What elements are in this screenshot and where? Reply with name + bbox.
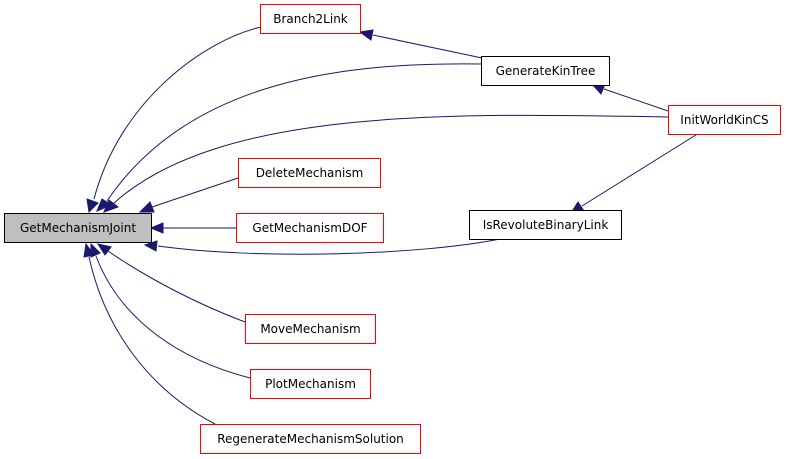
svg-text:GenerateKinTree: GenerateKinTree (496, 64, 596, 78)
svg-text:RegenerateMechanismSolution: RegenerateMechanismSolution (217, 432, 404, 446)
edge-initworldkincs-to-generatekintree (590, 83, 669, 112)
svg-text:PlotMechanism: PlotMechanism (265, 377, 356, 391)
node-init-world-kin-cs[interactable]: InitWorldKinCS (668, 105, 781, 135)
node-regenerate-mechanism-solution[interactable]: RegenerateMechanismSolution (200, 424, 421, 454)
edge-getmechanismdof-to-getmechanismjoint (149, 222, 236, 234)
edge-plotmechanism-to-getmechanismjoint (90, 242, 251, 379)
svg-text:GetMechanismDOF: GetMechanismDOF (252, 221, 367, 235)
edge-generatekintree-to-branch2link (358, 29, 483, 59)
svg-text:InitWorldKinCS: InitWorldKinCS (680, 113, 768, 127)
edge-initworldkincs-to-isrevolutebinarylink (569, 132, 700, 214)
svg-text:MoveMechanism: MoveMechanism (260, 322, 360, 336)
svg-text:IsRevoluteBinaryLink: IsRevoluteBinaryLink (483, 218, 609, 232)
node-get-mechanism-dof[interactable]: GetMechanismDOF (236, 213, 384, 243)
edge-movemechanism-to-getmechanismjoint (96, 243, 246, 323)
edge-branch2link-to-getmechanismjoint (86, 26, 262, 214)
svg-text:GetMechanismJoint: GetMechanismJoint (20, 221, 136, 235)
svg-text:Branch2Link: Branch2Link (273, 12, 348, 26)
edge-initworldkincs-to-getmechanismjoint (103, 114, 669, 213)
node-delete-mechanism[interactable]: DeleteMechanism (238, 158, 381, 188)
edge-deletemechanism-to-getmechanismjoint (138, 177, 239, 213)
edge-regeneratemechanismsolution-to-getmechanismjoint (83, 242, 216, 425)
node-branch2link[interactable]: Branch2Link (260, 4, 361, 34)
svg-text:DeleteMechanism: DeleteMechanism (256, 166, 364, 180)
node-plot-mechanism[interactable]: PlotMechanism (250, 369, 371, 399)
node-is-revolute-binary-link[interactable]: IsRevoluteBinaryLink (469, 210, 622, 240)
edge-generatekintree-to-getmechanismjoint (96, 63, 483, 212)
node-move-mechanism[interactable]: MoveMechanism (245, 314, 376, 344)
node-generate-kin-tree[interactable]: GenerateKinTree (481, 56, 610, 86)
node-get-mechanism-joint[interactable]: GetMechanismJoint (4, 213, 152, 243)
